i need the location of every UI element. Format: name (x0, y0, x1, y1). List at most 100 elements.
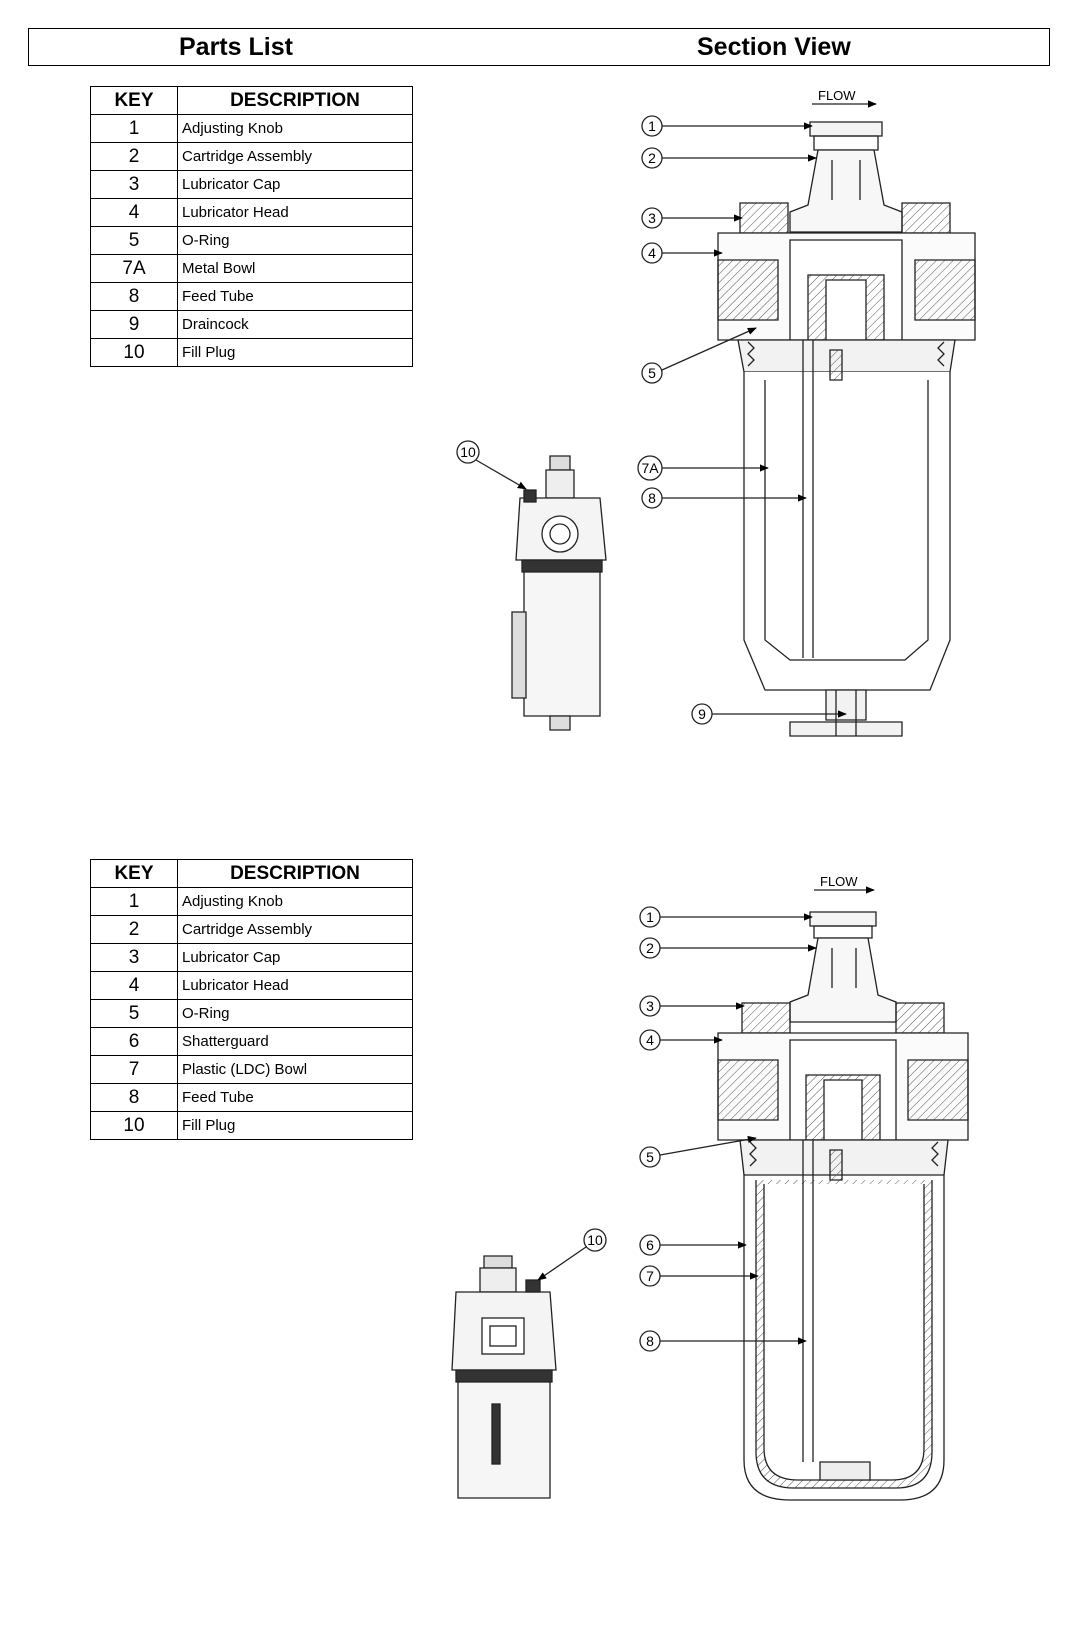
section-view-plastic-bowl: FLOW 1 2 (451, 874, 969, 1501)
key-cell: 7A (90, 254, 178, 283)
description-cell: Lubricator Cap (177, 170, 413, 199)
description-cell: Lubricator Cap (177, 943, 413, 972)
description-cell: Fill Plug (177, 1111, 413, 1140)
svg-text:1: 1 (648, 118, 656, 134)
description-cell: O-Ring (177, 226, 413, 255)
key-cell: 5 (90, 226, 178, 255)
key-cell: 4 (90, 971, 178, 1000)
description-cell: Adjusting Knob (177, 887, 413, 916)
page-header: Parts List Section View (28, 28, 1050, 66)
description-cell: Lubricator Head (177, 198, 413, 227)
svg-text:2: 2 (646, 940, 654, 956)
callout-1: 1 (639, 906, 813, 928)
description-cell: Feed Tube (177, 1083, 413, 1112)
callout-5: 5 (641, 327, 757, 384)
key-cell: 2 (90, 915, 178, 944)
svg-text:10: 10 (460, 444, 476, 460)
callout-6: 6 (639, 1234, 747, 1256)
description-cell: Draincock (177, 310, 413, 339)
key-cell: 7 (90, 1055, 178, 1084)
key-column-header: KEY (90, 86, 178, 115)
svg-text:8: 8 (646, 1333, 654, 1349)
shatterguard-shape (743, 1175, 945, 1501)
fill-plug-shape (525, 1279, 541, 1293)
key-cell: 10 (90, 1111, 178, 1140)
metal-bowl-shape (743, 372, 951, 691)
cartridge-shape (789, 937, 897, 1023)
key-cell: 10 (90, 338, 178, 367)
callout-7: 7 (639, 1265, 759, 1287)
svg-text:5: 5 (646, 1149, 654, 1165)
callout-8: 8 (641, 487, 807, 509)
callout-9: 9 (691, 703, 847, 725)
lubricator-cap-shape (741, 1002, 791, 1034)
svg-text:9: 9 (698, 706, 706, 722)
svg-text:3: 3 (646, 998, 654, 1014)
description-column-header: DESCRIPTION (177, 86, 413, 115)
adjusting-knob-shape (809, 911, 877, 927)
description-cell: Shatterguard (177, 1027, 413, 1056)
section-view-title: Section View (697, 33, 851, 61)
description-cell: Cartridge Assembly (177, 142, 413, 171)
callout-2: 2 (639, 937, 817, 959)
key-cell: 8 (90, 282, 178, 311)
callout-4: 4 (639, 1029, 723, 1051)
description-cell: Adjusting Knob (177, 114, 413, 143)
parts-list-title: Parts List (179, 33, 293, 61)
callout-4: 4 (641, 242, 723, 264)
callout-8: 8 (639, 1330, 807, 1352)
svg-text:6: 6 (646, 1237, 654, 1253)
callout-10: 10 (456, 440, 527, 490)
description-cell: O-Ring (177, 999, 413, 1028)
svg-text:5: 5 (648, 365, 656, 381)
svg-text:3: 3 (648, 210, 656, 226)
fill-plug-shape (523, 489, 537, 503)
callout-2: 2 (641, 147, 817, 169)
key-cell: 3 (90, 170, 178, 199)
callout-3: 3 (641, 207, 743, 229)
adjusting-knob-shape (809, 121, 883, 137)
lubricator-cap-shape (739, 202, 789, 234)
svg-text:4: 4 (648, 245, 656, 261)
key-cell: 3 (90, 943, 178, 972)
cartridge-shape (789, 149, 903, 233)
callout-1: 1 (641, 115, 813, 137)
svg-text:7: 7 (646, 1268, 654, 1284)
callout-5: 5 (639, 1135, 757, 1168)
flow-label: FLOW (818, 88, 856, 103)
description-cell: Fill Plug (177, 338, 413, 367)
callout-3: 3 (639, 995, 745, 1017)
table-header-row: KEY DESCRIPTION (90, 859, 413, 888)
key-cell: 5 (90, 999, 178, 1028)
description-column-header: DESCRIPTION (177, 859, 413, 888)
svg-text:2: 2 (648, 150, 656, 166)
description-cell: Metal Bowl (177, 254, 413, 283)
callout-10: 10 (537, 1228, 607, 1281)
svg-text:4: 4 (646, 1032, 654, 1048)
svg-text:1: 1 (646, 909, 654, 925)
svg-text:10: 10 (587, 1232, 603, 1248)
table-header-row: KEY DESCRIPTION (90, 86, 413, 115)
key-cell: 1 (90, 887, 178, 916)
callout-7a: 7A (637, 455, 769, 481)
feed-tube-shape (802, 1140, 814, 1462)
